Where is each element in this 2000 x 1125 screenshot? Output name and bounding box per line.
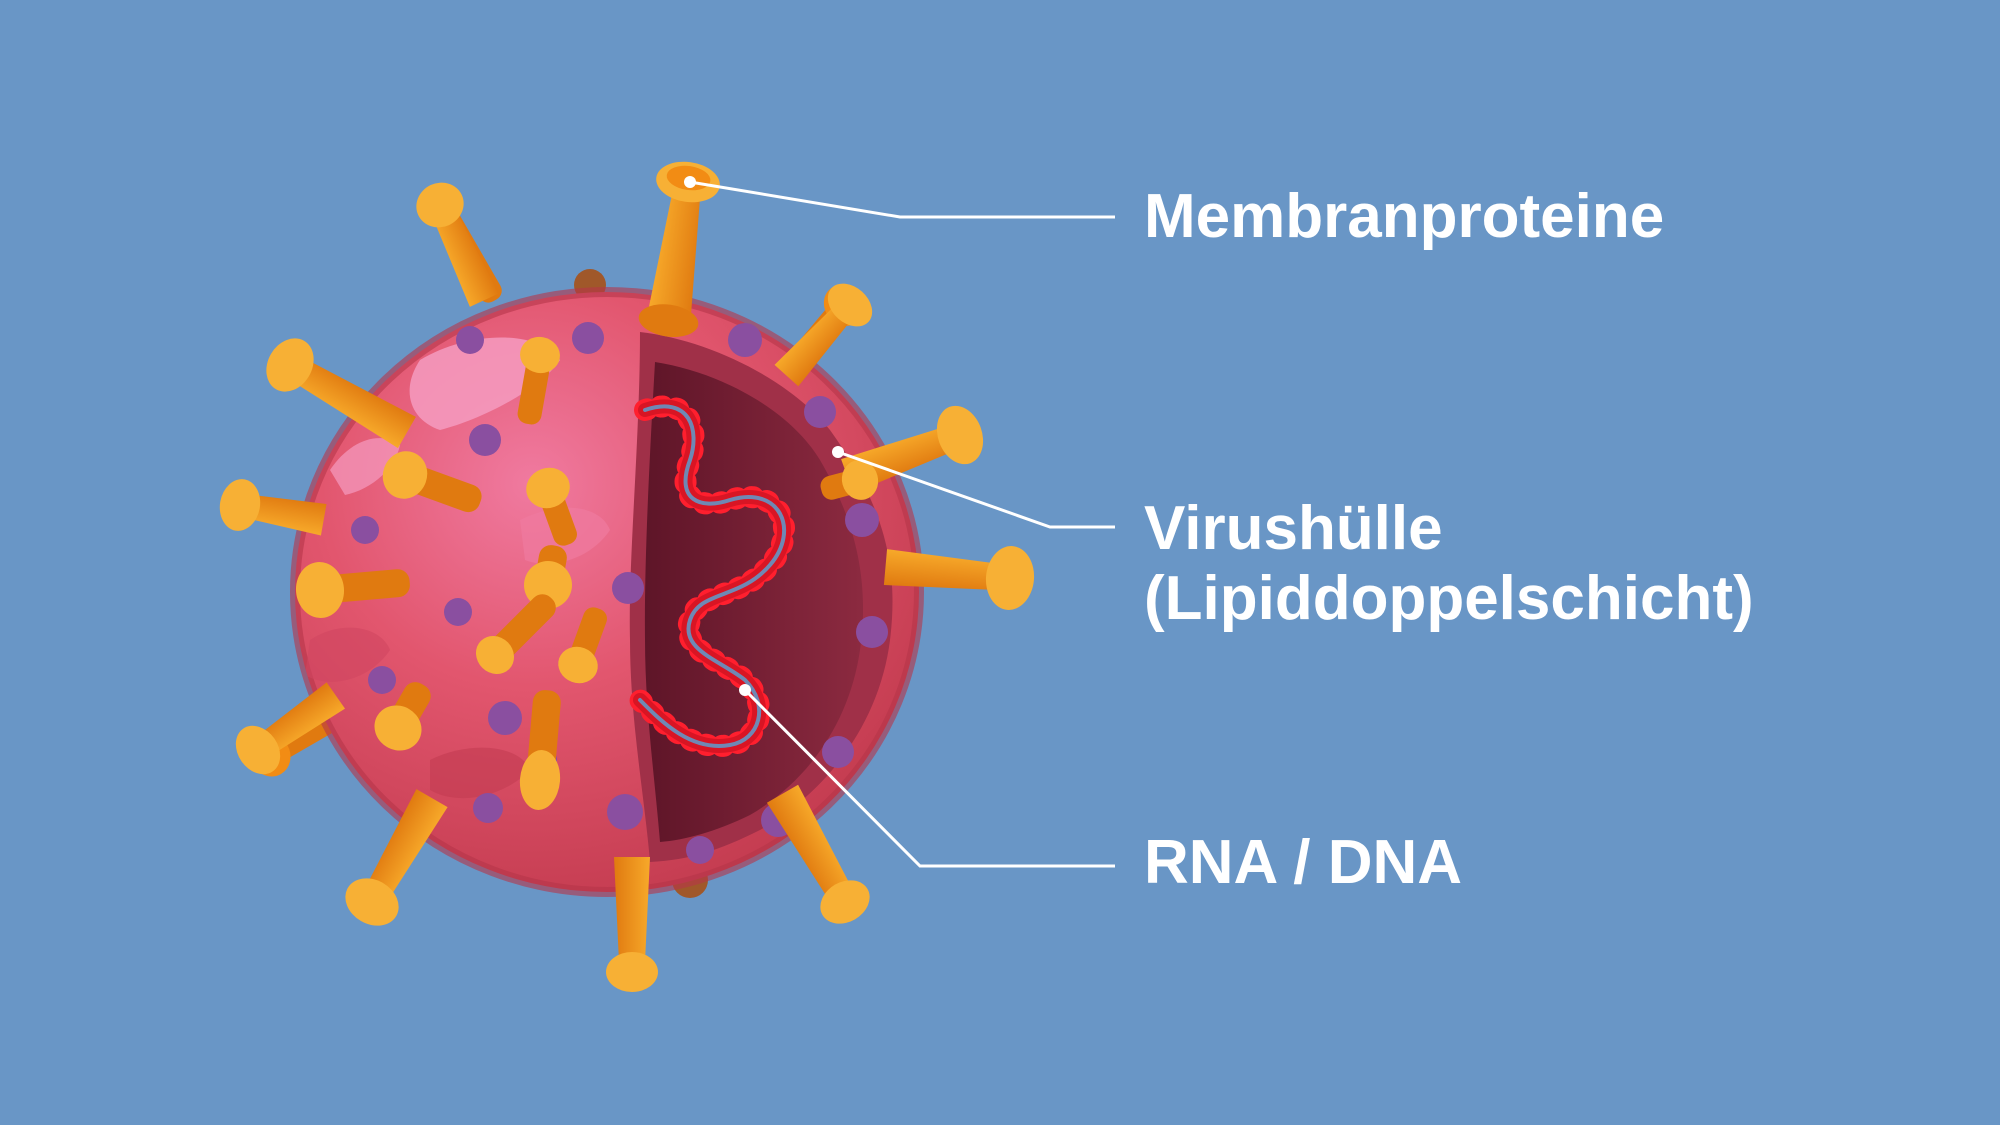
surface-spikes (295, 336, 879, 810)
leader-line-membrane (689, 180, 1115, 219)
label-virus-envelope-line1: Virushülle (1144, 494, 1443, 563)
label-membrane-proteins: Membranproteine (1144, 182, 1665, 251)
leader-dots (684, 176, 844, 696)
label-virus-envelope: Virushülle (Lipiddoppelschicht) (1144, 494, 1754, 634)
leader-lines (689, 180, 1115, 868)
genome-strand (629, 395, 796, 757)
leader-line-genome (743, 688, 1115, 868)
label-virus-envelope-line2: (Lipiddoppelschicht) (1144, 564, 1754, 634)
membrane-dots (351, 322, 644, 830)
label-genome: RNA / DNA (1144, 828, 1463, 897)
leader-line-envelope (837, 450, 1115, 529)
